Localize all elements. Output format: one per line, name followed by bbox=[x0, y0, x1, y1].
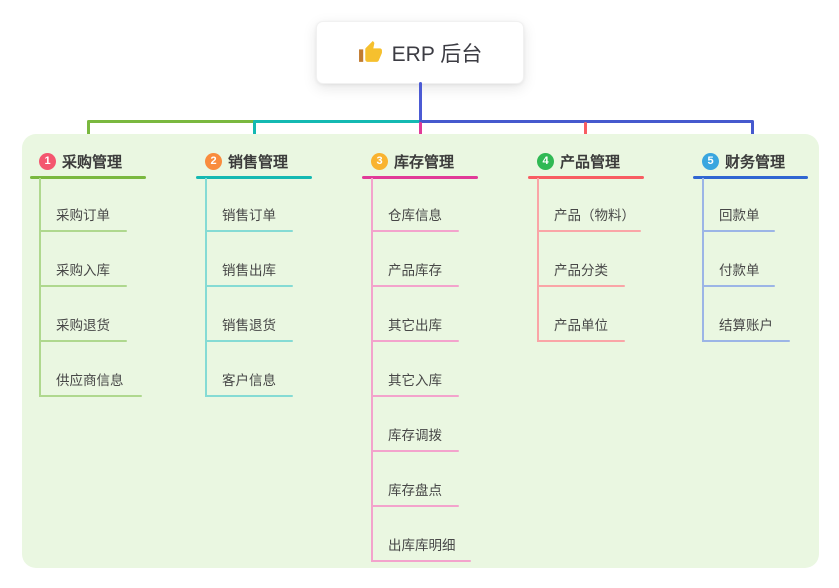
node-underline bbox=[371, 340, 459, 342]
node-other-inbound[interactable]: 其它入库 bbox=[388, 373, 442, 388]
branch-5-underline bbox=[693, 176, 808, 179]
node-payment-bill[interactable]: 付款单 bbox=[719, 263, 760, 278]
branch-2-title[interactable]: 2 销售管理 bbox=[205, 150, 288, 172]
node-customer-info[interactable]: 客户信息 bbox=[222, 373, 276, 388]
node-purchase-order[interactable]: 采购订单 bbox=[56, 208, 110, 223]
node-underline bbox=[39, 395, 142, 397]
node-stock-transfer[interactable]: 库存调拨 bbox=[388, 428, 442, 443]
branch-5-title[interactable]: 5 财务管理 bbox=[702, 150, 785, 172]
root-node-erp[interactable]: ERP 后台 bbox=[316, 21, 524, 84]
node-purchase-inbound[interactable]: 采购入库 bbox=[56, 263, 110, 278]
node-underline bbox=[39, 285, 127, 287]
connector-bus-green bbox=[86, 120, 255, 123]
node-settlement-account[interactable]: 结算账户 bbox=[719, 318, 773, 333]
node-underline bbox=[39, 340, 127, 342]
branch-1-badge: 1 bbox=[39, 152, 56, 170]
node-sales-outbound[interactable]: 销售出库 bbox=[222, 263, 276, 278]
node-underline bbox=[205, 395, 293, 397]
node-product-category[interactable]: 产品分类 bbox=[554, 263, 608, 278]
node-underline bbox=[702, 340, 790, 342]
connector-root-stem bbox=[418, 82, 422, 122]
node-supplier-info[interactable]: 供应商信息 bbox=[56, 373, 124, 388]
branch-1-spine bbox=[39, 178, 41, 397]
connector-bus-blue bbox=[419, 120, 754, 123]
node-underline bbox=[205, 230, 293, 232]
branch-3-label: 库存管理 bbox=[394, 153, 455, 171]
node-underline bbox=[371, 505, 459, 507]
branch-1-underline bbox=[30, 176, 146, 179]
branch-3-title[interactable]: 3 库存管理 bbox=[371, 150, 454, 172]
node-underline bbox=[205, 340, 293, 342]
node-underline bbox=[537, 340, 625, 342]
node-underline bbox=[371, 560, 471, 562]
branch-2-spine bbox=[205, 178, 207, 397]
node-receipt-bill[interactable]: 回款单 bbox=[719, 208, 760, 223]
branch-3-badge: 3 bbox=[371, 152, 388, 170]
node-sales-return[interactable]: 销售退货 bbox=[222, 318, 276, 333]
node-product-material[interactable]: 产品（物料） bbox=[554, 208, 635, 223]
node-underline bbox=[702, 230, 775, 232]
root-node-label: ERP 后台 bbox=[391, 42, 483, 66]
thumbs-up-icon bbox=[358, 41, 382, 62]
branch-2-label: 销售管理 bbox=[228, 153, 289, 171]
node-sales-order[interactable]: 销售订单 bbox=[222, 208, 276, 223]
node-underline bbox=[537, 230, 641, 232]
node-underline bbox=[371, 285, 459, 287]
branch-4-spine bbox=[537, 178, 539, 342]
node-product-stock[interactable]: 产品库存 bbox=[388, 263, 442, 278]
branch-4-title[interactable]: 4 产品管理 bbox=[537, 150, 620, 172]
node-underline bbox=[702, 285, 775, 287]
branch-1-title[interactable]: 1 采购管理 bbox=[39, 150, 122, 172]
branch-3-underline bbox=[362, 176, 478, 179]
branch-5-badge: 5 bbox=[702, 152, 719, 170]
branch-5-spine bbox=[702, 178, 704, 342]
node-underline bbox=[371, 230, 459, 232]
node-underline bbox=[371, 450, 459, 452]
node-other-outbound[interactable]: 其它出库 bbox=[388, 318, 442, 333]
connector-bus-teal bbox=[253, 120, 420, 123]
branch-2-underline bbox=[196, 176, 312, 179]
node-underline bbox=[39, 230, 127, 232]
branch-2-badge: 2 bbox=[205, 152, 222, 170]
node-product-unit[interactable]: 产品单位 bbox=[554, 318, 608, 333]
branch-5-label: 财务管理 bbox=[725, 153, 786, 171]
branch-4-underline bbox=[528, 176, 644, 179]
node-stock-count[interactable]: 库存盘点 bbox=[388, 483, 442, 498]
node-warehouse-info[interactable]: 仓库信息 bbox=[388, 208, 442, 223]
branch-1-label: 采购管理 bbox=[62, 153, 123, 171]
node-underline bbox=[371, 395, 459, 397]
branch-4-badge: 4 bbox=[537, 152, 554, 170]
node-underline bbox=[537, 285, 625, 287]
node-purchase-return[interactable]: 采购退货 bbox=[56, 318, 110, 333]
node-underline bbox=[205, 285, 293, 287]
node-outbound-detail[interactable]: 出库库明细 bbox=[388, 538, 456, 553]
branch-3-spine bbox=[371, 178, 373, 562]
branches-panel bbox=[22, 134, 819, 568]
branch-4-label: 产品管理 bbox=[560, 153, 621, 171]
